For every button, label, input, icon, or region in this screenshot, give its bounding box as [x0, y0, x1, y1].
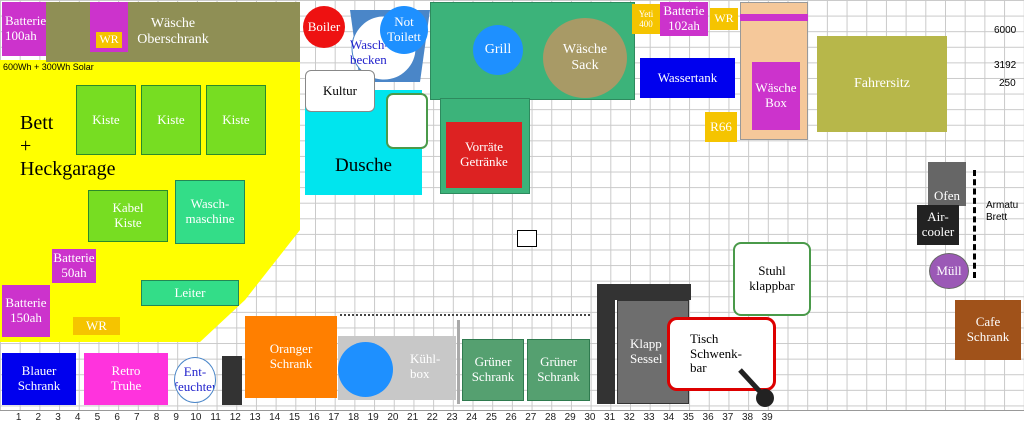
ruler-number: 21 [407, 412, 419, 423]
kabel-kiste-box[interactable]: Kabel Kiste [88, 190, 168, 242]
retro-truhe-box[interactable]: Retro Truhe [84, 353, 168, 405]
muell-circle[interactable]: Müll [929, 253, 969, 289]
ruler-number: 20 [387, 412, 399, 423]
divider-line [457, 320, 460, 404]
ruler-number: 11 [210, 412, 221, 423]
wr-top-label: WR [96, 32, 122, 48]
fahrersitz-box[interactable]: Fahrersitz [817, 36, 947, 132]
ruler-number: 14 [269, 412, 281, 423]
wardrobe-rail [740, 14, 808, 21]
solar-label: 600Wh + 300Wh Solar [3, 62, 94, 72]
ruler-number: 16 [308, 412, 320, 423]
ruler-number: 25 [485, 412, 497, 423]
waesche-oberschrank-box[interactable]: Wäsche Oberschrank [46, 2, 300, 62]
boiler-circle[interactable]: Boiler [303, 6, 345, 48]
kuehlbox-circle [338, 342, 393, 397]
gruener-schrank-2-box[interactable]: Grüner Schrank [527, 339, 590, 401]
kiste-2-box[interactable]: Kiste [141, 85, 201, 155]
ruler-number: 22 [426, 412, 438, 423]
batterie-102-box[interactable]: Batterie 102ah [660, 2, 708, 36]
ruler-number: 10 [190, 412, 202, 423]
ruler-number: 5 [94, 412, 101, 423]
ruler-number: 38 [741, 412, 754, 423]
bett-label: Bett + Heckgarage [20, 112, 116, 180]
ruler-number: 19 [367, 412, 379, 423]
measure-250: 250 [999, 78, 1016, 89]
ruler-number: 27 [525, 412, 537, 423]
ruler-number: 23 [446, 412, 458, 423]
r66-box[interactable]: R66 [705, 112, 737, 142]
kiste-3-box[interactable]: Kiste [206, 85, 266, 155]
ruler-number: 37 [722, 412, 734, 423]
stuhl-box[interactable]: Stuhl klappbar [733, 242, 811, 316]
yeti-box[interactable]: Yeti 400 [632, 4, 660, 34]
selection-marker [517, 230, 537, 247]
ruler-number: 24 [466, 412, 478, 423]
ruler-number: 6 [114, 412, 120, 423]
shower-panel [386, 93, 428, 149]
ofen-box[interactable]: Ofen [928, 162, 966, 206]
klapp-sessel-back [615, 284, 691, 300]
dark-cabinet-small [222, 356, 242, 405]
dark-cabinet-left [597, 284, 615, 404]
kultur-box[interactable]: Kultur [305, 70, 375, 112]
ruler-number: 30 [584, 412, 596, 423]
oranger-schrank-box[interactable]: Oranger Schrank [245, 316, 337, 398]
ruler-number: 39 [761, 412, 773, 423]
aircooler-box[interactable]: Air- cooler [917, 205, 959, 245]
not-toilett-circle[interactable]: Not Toilett [380, 6, 428, 54]
ruler-number: 28 [544, 412, 557, 423]
kitchen-bottom-outline [340, 314, 590, 404]
ruler-number: 32 [623, 412, 635, 423]
ruler-number: 33 [643, 412, 655, 423]
waschmaschine-box[interactable]: Wasch- maschine [175, 180, 245, 244]
leiter-box[interactable]: Leiter [141, 280, 239, 306]
blauer-schrank-box[interactable]: Blauer Schrank [2, 353, 76, 405]
waesche-box-box[interactable]: Wäsche Box [752, 62, 800, 130]
ruler-number: 3 [55, 412, 61, 423]
waesche-sack-ellipse[interactable]: Wäsche Sack [543, 18, 627, 98]
ruler-number: 7 [134, 412, 140, 423]
ruler-number: 4 [74, 412, 81, 423]
armaturenbrett-line [973, 170, 976, 278]
measure-6000: 6000 [994, 25, 1017, 36]
kiste-1-box[interactable]: Kiste [76, 85, 136, 155]
ruler-number: 1 [15, 412, 22, 423]
ruler-number: 18 [347, 412, 360, 423]
armaturenbrett-label: Armatu Brett [986, 200, 1019, 223]
tisch-swivel-arm [738, 368, 774, 407]
ruler-number: 2 [35, 412, 42, 423]
ruler-number: 26 [505, 412, 517, 423]
grill-circle[interactable]: Grill [473, 25, 523, 75]
vorraete-box[interactable]: Vorräte Getränke [446, 122, 522, 188]
wr-right-box[interactable]: WR [710, 8, 738, 30]
gruener-schrank-1-box[interactable]: Grüner Schrank [462, 339, 524, 401]
entfeuchter-circle[interactable]: Ent- feuchter [174, 357, 216, 403]
tisch-box[interactable]: Tisch Schwenk- bar [667, 317, 776, 391]
ruler-number: 9 [173, 412, 179, 423]
ruler-number: 8 [153, 412, 160, 423]
waschbecken-label: Wasch- becken [350, 37, 389, 67]
ruler-number: 29 [564, 412, 576, 423]
ruler-number: 17 [328, 412, 340, 423]
batterie-100-box[interactable]: Batterie 100ah [2, 2, 48, 56]
ruler-number: 12 [229, 412, 241, 423]
ruler-number: 13 [249, 412, 261, 423]
ruler-number: 36 [702, 412, 714, 423]
wr-bottom-box[interactable]: WR [73, 317, 120, 335]
ruler-number: 35 [682, 412, 694, 423]
wr-top-box[interactable]: WR [90, 2, 128, 52]
kuehlbox-label: Kühl- box [410, 351, 441, 381]
measure-3192: 3192 [994, 60, 1017, 71]
batterie-50-box[interactable]: Batterie 50ah [52, 249, 96, 283]
cafe-schrank-box[interactable]: Cafe Schrank [955, 300, 1021, 360]
ruler-number: 31 [604, 412, 616, 423]
ruler-number: 34 [663, 412, 675, 423]
batterie-150-box[interactable]: Batterie 150ah [2, 285, 50, 337]
wassertank-box[interactable]: Wassertank [640, 58, 735, 98]
ruler-number: 15 [288, 412, 300, 423]
